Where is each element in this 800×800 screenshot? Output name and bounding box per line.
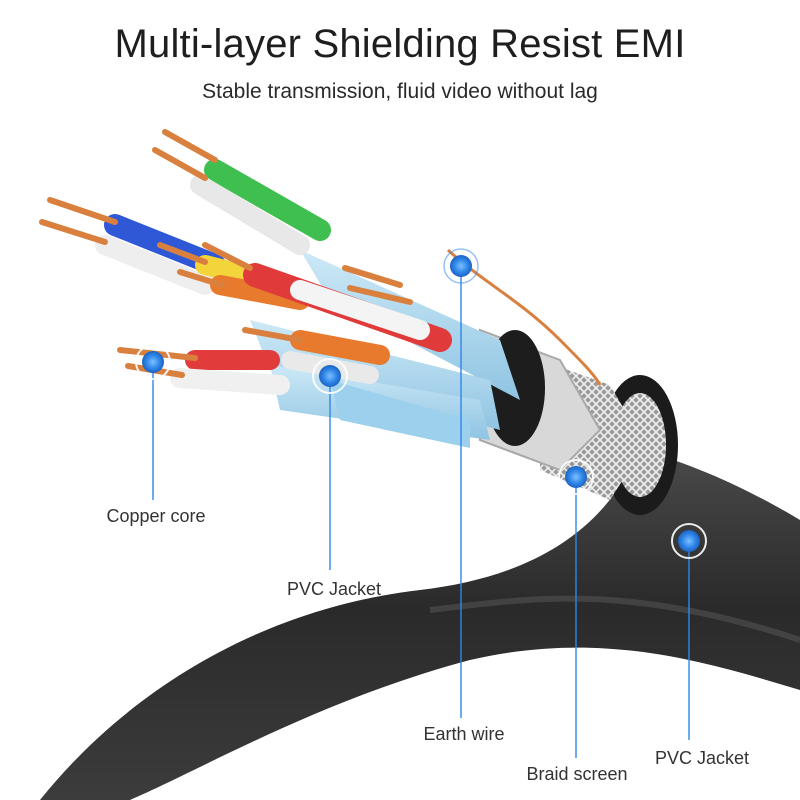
page-subtitle: Stable transmission, fluid video without… (202, 80, 598, 103)
label-braid-screen: Braid screen (526, 764, 628, 784)
callout-dot-copper-core (135, 344, 171, 380)
outer-jacket (40, 375, 800, 800)
callout-dot-earth-wire (443, 248, 479, 284)
label-copper-core: Copper core (106, 506, 206, 526)
label-pvc-jacket-outer: PVC Jacket (654, 748, 750, 768)
callout-lines (152, 266, 690, 758)
callout-dot-pvc-jacket-inner (312, 358, 348, 394)
callout-dot-braid-screen (558, 459, 594, 495)
earth-wire (446, 248, 602, 386)
label-earth-wire: Earth wire (423, 724, 505, 744)
label-pvc-jacket-inner: PVC Jacket (286, 579, 382, 599)
callout-dot-pvc-jacket-outer (671, 523, 707, 559)
page-title: Multi-layer Shielding Resist EMI (114, 22, 686, 66)
